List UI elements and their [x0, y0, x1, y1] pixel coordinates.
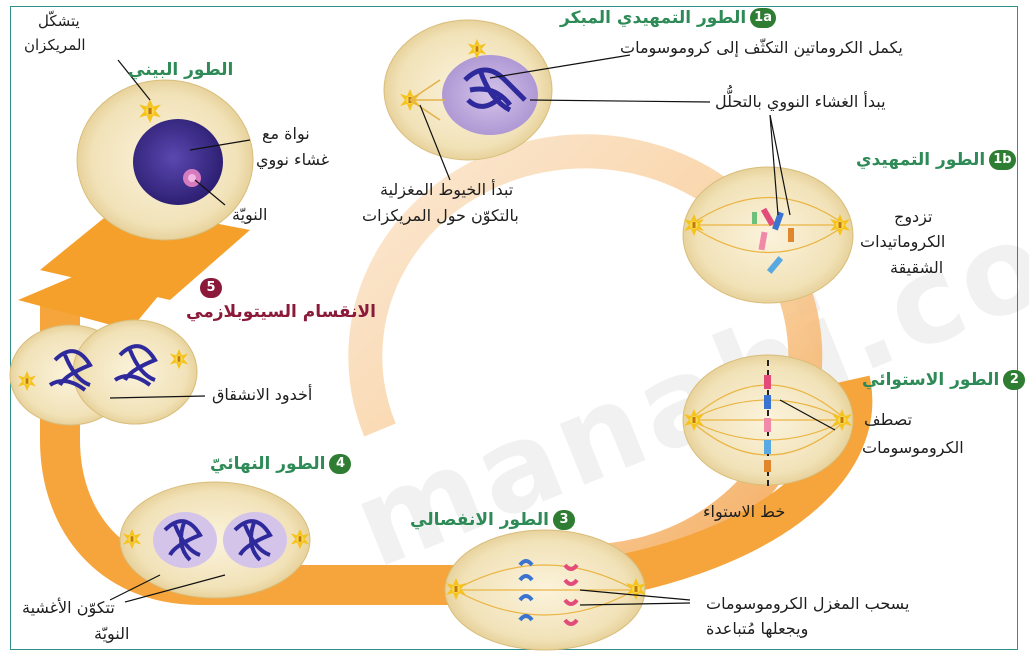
- cytokinesis-badge: 5: [200, 278, 222, 298]
- telophase-badge: 4: [329, 454, 352, 474]
- early-prophase-spindle-label-2: بالتكوّن حول المريكزات: [362, 206, 519, 225]
- metaphase-equator-label: خط الاستواء: [703, 502, 786, 521]
- cytokinesis-cells: [9, 319, 198, 426]
- interphase-nucleus-label-2: غشاء نووي: [256, 150, 330, 169]
- prophase-label-1: تزدوج: [894, 207, 933, 226]
- metaphase-title: 2الطور الاستوائي: [862, 368, 1026, 394]
- early-prophase-cell: [383, 19, 553, 161]
- early-prophase-membrane-label: يبدأ الغشاء النووي بالتحلُّل: [715, 92, 886, 111]
- interphase-title: الطور البيني: [128, 60, 234, 80]
- anaphase-title: 3الطور الانفصالي: [410, 508, 575, 534]
- telophase-label-2: النويّة: [94, 624, 130, 643]
- prophase-cell: [682, 166, 854, 304]
- cytokinesis-furrow-label: أخدود الانشقاق: [212, 385, 313, 404]
- metaphase-label-2: الكروموسومات: [862, 438, 964, 457]
- diagram-frame: [10, 6, 1018, 650]
- prophase-badge: 1b: [989, 150, 1016, 170]
- prophase-label-2: الكروماتيدات: [860, 232, 946, 251]
- prophase-title: 1bالطور التمهيدي: [856, 148, 1016, 174]
- leader-lines: [109, 54, 836, 606]
- early-prophase-spindle-label-1: تبدأ الخيوط المغزلية: [380, 180, 514, 199]
- telophase-title: 4الطور النهائيّ: [210, 452, 352, 478]
- interphase-nucleolus-label: النويّة: [232, 205, 268, 224]
- early-prophase-badge: 1a: [750, 8, 776, 28]
- anaphase-cell: [444, 529, 646, 651]
- telophase-cell: [119, 481, 311, 599]
- telophase-label-1: تتكوّن الأغشية: [22, 598, 115, 617]
- metaphase-badge: 2: [1003, 370, 1026, 390]
- anaphase-label-2: ويجعلها مُتباعدة: [706, 619, 809, 638]
- anaphase-badge: 3: [552, 510, 575, 530]
- interphase-cell: [76, 79, 254, 241]
- early-prophase-condense-label: يكمل الكروماتين التكثّف إلى كروموسومات: [620, 38, 903, 57]
- metaphase-cell: [682, 354, 854, 490]
- interphase-centrosome-label-2: المريكزان: [24, 36, 86, 54]
- anaphase-label-1: يسحب المغزل الكروموسومات: [706, 594, 910, 613]
- interphase-nucleus-label-1: نواة مع: [262, 124, 310, 143]
- prophase-label-3: الشقيقة: [890, 258, 944, 277]
- metaphase-label-1: تصطف: [864, 410, 913, 429]
- early-prophase-title: 1aالطور التمهيدي المبكر: [560, 6, 776, 32]
- interphase-centrosome-label-1: يتشكّل: [38, 12, 80, 30]
